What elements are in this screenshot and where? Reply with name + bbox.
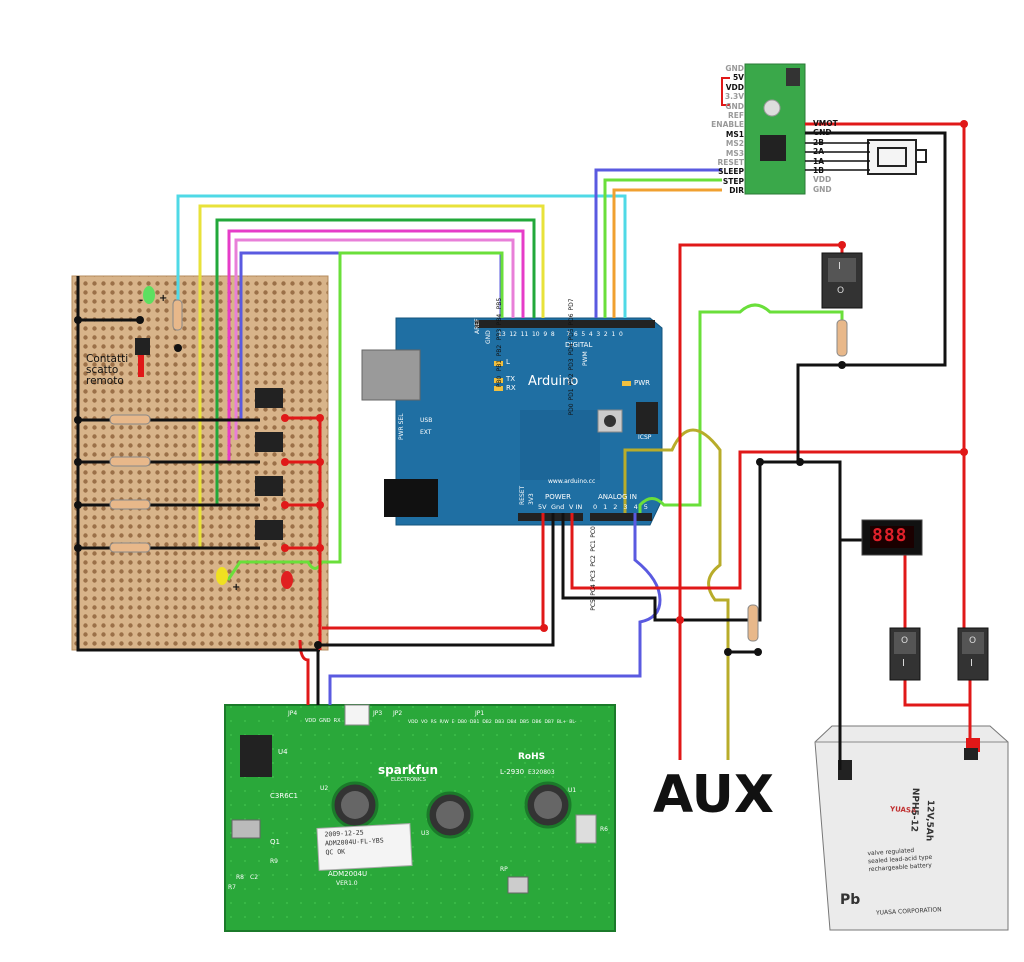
tx-led [494, 378, 503, 383]
stepper-driver-board [744, 63, 806, 195]
wire-red-aux [678, 243, 844, 620]
wire-orange-dir [612, 188, 722, 318]
wire-green [215, 218, 536, 505]
resistor [172, 299, 183, 331]
battery [814, 725, 1009, 931]
wire-blue-lcd [328, 513, 662, 705]
usb-connector [361, 349, 421, 401]
resistor [109, 542, 151, 553]
junction-dots [74, 316, 846, 656]
perf-gnd-rail [76, 276, 320, 652]
wire-blue-sleep [594, 168, 722, 318]
wire-red-meter2 [903, 678, 970, 707]
wire-lime-led [226, 251, 504, 581]
rx-led [494, 386, 503, 391]
resistor [109, 499, 151, 510]
yellow-led [216, 567, 228, 585]
wire-yellow [198, 204, 545, 548]
pushbutton [255, 432, 283, 452]
pushbutton [255, 388, 283, 408]
junction-dots-red [540, 120, 968, 632]
transistor [135, 338, 150, 355]
analog-header [590, 513, 652, 521]
wire-black-gnd [561, 460, 800, 622]
wire-lime-analog [638, 303, 844, 513]
green-led [143, 286, 155, 304]
voltmeter [861, 519, 923, 556]
pushbutton [255, 476, 283, 496]
wire-cyan [176, 194, 627, 318]
digital-header [475, 320, 655, 328]
wire-pink [234, 238, 515, 440]
wire-olive-aux [623, 428, 730, 760]
resistor [109, 414, 151, 425]
pwr-led [622, 381, 631, 386]
wire-driver-5v [721, 77, 730, 106]
dc-jack [384, 479, 438, 517]
icsp-header [636, 402, 658, 434]
arduino-board [361, 317, 663, 526]
wires [76, 77, 972, 770]
resistor-aux-switch [836, 319, 848, 357]
lcd-board [224, 704, 616, 932]
wire-magenta [227, 229, 525, 462]
switches [821, 252, 989, 681]
wire-black-lcd [316, 513, 555, 705]
resistor [109, 456, 151, 467]
pushbutton [255, 520, 283, 540]
stepper-motor [867, 139, 927, 175]
perfboard-components [109, 286, 324, 589]
power-header [518, 513, 583, 521]
lcd-sticker [316, 823, 413, 871]
wire-black-driver-gnd [796, 131, 947, 770]
resistor-aux [747, 604, 759, 642]
l-led [494, 361, 503, 366]
wire-red-5v [322, 513, 545, 630]
wire-lime-step [603, 178, 722, 318]
wire-red-lcd [298, 639, 310, 705]
red-led [281, 571, 293, 589]
